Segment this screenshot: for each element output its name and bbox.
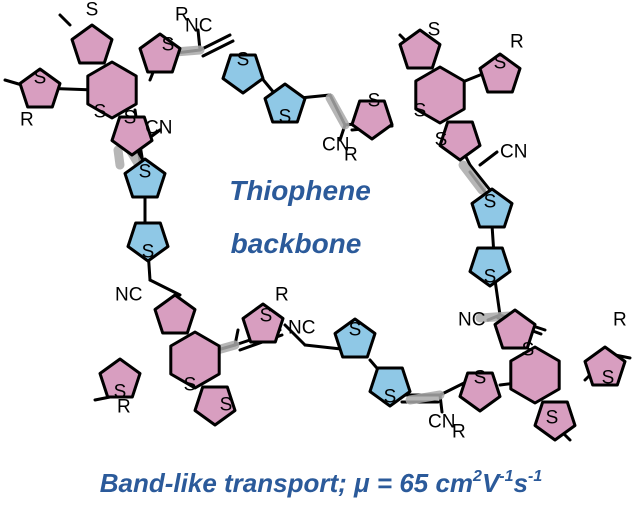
caption-eq: = 65 cm xyxy=(369,468,474,498)
cn-label: CN xyxy=(500,142,527,163)
bithiophene-left-b xyxy=(126,221,170,263)
bond xyxy=(493,278,502,317)
bdt-top-right-thiophene-b xyxy=(438,120,482,162)
vinylene-highlight xyxy=(113,145,125,170)
nc-label: NC xyxy=(185,16,212,37)
bdt-top-left-benzene xyxy=(86,60,138,120)
sulfur-label: S xyxy=(384,387,397,408)
bithiophene-top-a xyxy=(221,53,265,95)
nc-label: NC xyxy=(458,310,485,331)
cn-label: CN xyxy=(322,135,349,156)
r-group: R xyxy=(117,397,131,418)
vinylene-highlight xyxy=(458,160,487,195)
sulfur-label: S xyxy=(220,395,233,416)
bithiophene-bottom-b xyxy=(368,366,412,408)
nc-label: NC xyxy=(288,318,315,339)
bithiophene-top-b xyxy=(263,82,307,124)
sulfur-label: S xyxy=(142,242,155,263)
center-label-line2: backbone xyxy=(231,228,362,259)
bdt-top-right-thiophene-a xyxy=(398,28,442,70)
bdt-bottom-left-thiophene-b xyxy=(193,385,237,427)
bdt-top-right-benzene xyxy=(414,65,466,125)
caption: Band-like transport; μ = 65 cm2V-1s-1 xyxy=(0,468,642,499)
bithiophene-right-a xyxy=(470,187,514,229)
bond xyxy=(468,163,492,192)
bdt-bottom-right-benzene xyxy=(509,345,561,405)
sulfur-label: S xyxy=(86,0,99,21)
sulfur-label: S xyxy=(162,35,175,56)
alkylthiophene-left xyxy=(18,67,62,109)
alkylthiophene-right-top xyxy=(478,52,522,94)
sulfur-label: S xyxy=(114,382,127,403)
sulfur-label: S xyxy=(237,50,250,71)
double-bond xyxy=(201,39,235,58)
alkylthiophene-bottom-mid xyxy=(241,302,285,344)
caption-mu: μ xyxy=(354,468,370,498)
r-group: R xyxy=(275,285,289,306)
sulfur-label: S xyxy=(414,101,427,122)
caption-sup-2: -1 xyxy=(499,468,514,485)
sulfur-label: S xyxy=(428,20,441,41)
sulfur-label: S xyxy=(546,408,559,429)
bithiophene-bottom-a xyxy=(333,317,377,359)
alkylthiophene-top xyxy=(138,32,182,74)
r-group: R xyxy=(175,5,189,26)
bdt-bottom-left-thiophene-a xyxy=(153,293,197,335)
cn-label: CN xyxy=(145,118,172,139)
alkylthiophene-bottom-left xyxy=(98,357,142,399)
caption-v: V xyxy=(481,468,500,498)
r-group: R xyxy=(510,32,524,53)
vinylene-highlight xyxy=(325,93,350,130)
caption-s: s xyxy=(513,468,528,498)
sulfur-label: S xyxy=(260,306,273,327)
sulfur-label: S xyxy=(474,368,487,389)
r-group: R xyxy=(613,310,627,331)
bond xyxy=(58,13,72,27)
bithiophene-left-a xyxy=(123,157,167,199)
caption-sup-1: 2 xyxy=(473,468,482,485)
r-group: R xyxy=(20,110,34,131)
alkylthiophene-bottom-right xyxy=(458,371,502,413)
bdt-top-left-thiophene-b xyxy=(110,115,154,157)
sulfur-label: S xyxy=(139,162,152,183)
nitrile-bond xyxy=(478,150,499,167)
bithiophene-right-b xyxy=(468,246,512,288)
sulfur-label: S xyxy=(435,130,448,151)
sulfur-label: S xyxy=(484,192,497,213)
center-label-line1: Thiophene xyxy=(229,175,371,206)
bond xyxy=(283,323,307,347)
sulfur-label: S xyxy=(124,108,137,129)
bdt-bottom-right-thiophene-b xyxy=(533,400,577,442)
ring-units xyxy=(18,23,627,442)
bdt-top-left-thiophene-a xyxy=(70,23,114,65)
vinylene-highlight xyxy=(405,390,445,405)
alkylthiophene-far-right xyxy=(583,345,627,387)
sulfur-label: S xyxy=(494,53,507,74)
sulfur-label: S xyxy=(349,320,362,341)
r-group: R xyxy=(344,145,358,166)
caption-sup-3: -1 xyxy=(528,468,543,485)
caption-main: Band-like transport; xyxy=(99,468,354,498)
r-group: R xyxy=(452,422,466,443)
sulfur-label: S xyxy=(484,267,497,288)
sulfur-label: S xyxy=(522,340,535,361)
sulfur-label: S xyxy=(368,91,381,112)
sulfur-label: S xyxy=(602,368,615,389)
alkylthiophene-mid-top xyxy=(350,99,394,141)
bdt-bottom-left-benzene xyxy=(169,330,221,390)
sulfur-label: S xyxy=(184,375,197,396)
bdt-bottom-right-thiophene-a xyxy=(493,308,537,350)
sulfur-label: S xyxy=(34,68,47,89)
sulfur-label: S xyxy=(94,102,107,123)
bond xyxy=(148,278,182,297)
nc-label: NC xyxy=(115,285,142,306)
bond xyxy=(198,33,232,52)
cn-label: CN xyxy=(428,412,455,433)
sulfur-label: S xyxy=(279,107,292,128)
